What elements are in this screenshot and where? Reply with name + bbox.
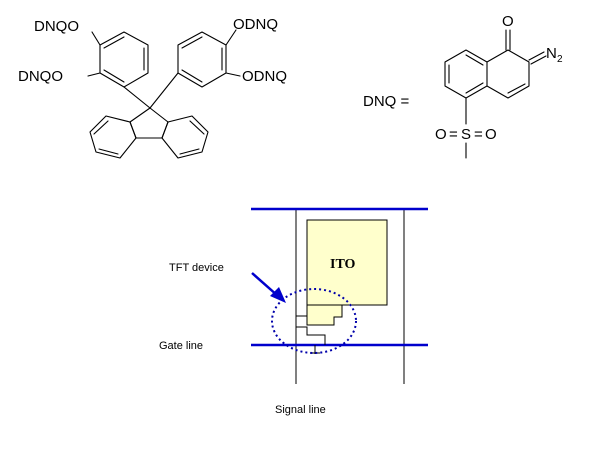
sulfonyl-bond-left: =: [449, 126, 458, 143]
left-aryl-ring: [87, 31, 151, 109]
diazo-subscript: 2: [557, 54, 563, 65]
substituent-top-left: DNQO: [34, 18, 79, 35]
ito-label: ITO: [330, 257, 356, 272]
substituent-mid-right: ODNQ: [242, 68, 287, 85]
dnq-definition-structure: DNQ = O N 2 S O = = O: [363, 13, 563, 159]
substituent-top-right: ODNQ: [233, 16, 278, 33]
tft-highlight-circle: [271, 288, 357, 354]
diazo-nitrogen: N: [546, 45, 557, 62]
tft-device-label: TFT device: [169, 262, 224, 274]
tft-drain-connection: [295, 315, 326, 345]
bisphenol-fluorene-structure: DNQO DNQO ODNQ ODNQ: [18, 16, 287, 159]
right-aryl-ring: [149, 29, 241, 109]
carbonyl-oxygen: O: [502, 13, 514, 30]
fluorene-core: [89, 107, 209, 159]
tft-pixel-diagram: ITO TFT device Gate line Signal line: [159, 207, 428, 416]
tft-device: [306, 304, 343, 326]
sulfonyl-oxygen-right: O: [485, 126, 497, 143]
sulfonyl-bond-right: =: [474, 126, 483, 143]
sulfonyl-oxygen-left: O: [435, 126, 447, 143]
sulfonyl-sulfur: S: [461, 126, 471, 143]
ito-electrode: [306, 219, 388, 306]
signal-line-label: Signal line: [275, 404, 326, 416]
tft-arrow: [251, 272, 286, 303]
gate-line-label: Gate line: [159, 340, 203, 352]
substituent-mid-left: DNQO: [18, 68, 63, 85]
dnq-equals-label: DNQ =: [363, 93, 410, 110]
